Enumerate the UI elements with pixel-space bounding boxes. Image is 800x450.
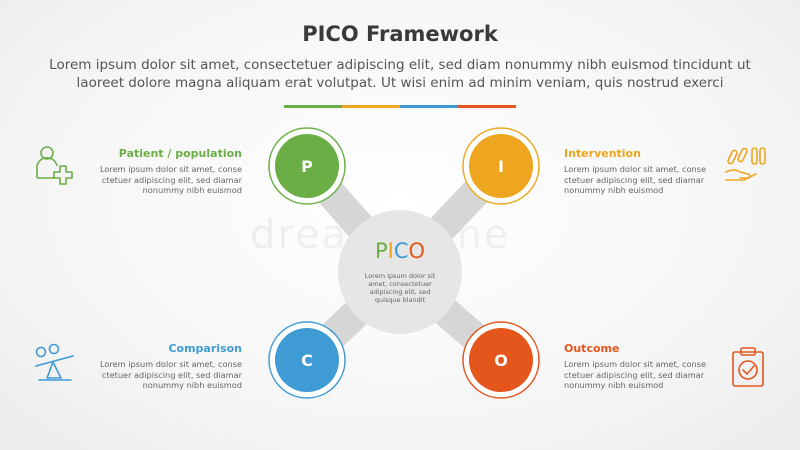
patient-heading: Patient / population bbox=[118, 147, 242, 160]
comparison-body: Lorem ipsum dolor sit amet, conse ctetue… bbox=[100, 359, 242, 390]
center-title: PICO bbox=[375, 239, 425, 263]
node-o-disc bbox=[469, 328, 533, 392]
center-letter-i: I bbox=[388, 239, 394, 263]
outcome-heading: Outcome bbox=[564, 342, 620, 355]
comparison-heading: Comparison bbox=[168, 342, 242, 355]
intervention-body: Lorem ipsum dolor sit amet, conse ctetue… bbox=[564, 164, 706, 195]
node-i-disc bbox=[469, 134, 533, 198]
center-hub bbox=[338, 210, 462, 334]
color-divider bbox=[284, 105, 516, 108]
node-p: P bbox=[268, 127, 346, 205]
divider-green bbox=[284, 105, 342, 108]
center-text-line: amet, consectetuer bbox=[368, 280, 432, 288]
node-c: C bbox=[268, 321, 346, 399]
block-patient: Patient / population Lorem ipsum dolor s… bbox=[87, 147, 242, 196]
center-text-line: quisque blandit bbox=[375, 296, 426, 304]
clipboard-check-icon bbox=[732, 347, 764, 387]
outcome-body: Lorem ipsum dolor sit amet, conse ctetue… bbox=[564, 359, 706, 390]
center-letter-c: C bbox=[394, 239, 409, 263]
node-p-letter: P bbox=[301, 157, 313, 176]
center-letter-p: P bbox=[375, 239, 388, 263]
patient-plus-icon bbox=[36, 146, 73, 185]
page-title: PICO Framework bbox=[302, 22, 498, 46]
seesaw-icon bbox=[35, 343, 74, 381]
node-i-letter: I bbox=[498, 157, 504, 176]
block-comparison: Comparison Lorem ipsum dolor sit amet, c… bbox=[87, 342, 242, 391]
patient-body: Lorem ipsum dolor sit amet, conse ctetue… bbox=[100, 164, 242, 195]
center-text-line: adipiscing elit, sed bbox=[370, 288, 431, 296]
divider-yellow bbox=[342, 105, 400, 108]
node-p-disc bbox=[275, 134, 339, 198]
page-subtitle: Lorem ipsum dolor sit amet, consectetuer… bbox=[49, 57, 751, 91]
block-intervention: Intervention Lorem ipsum dolor sit amet,… bbox=[564, 147, 719, 196]
block-outcome: Outcome Lorem ipsum dolor sit amet, cons… bbox=[564, 342, 719, 391]
hand-pills-icon bbox=[725, 147, 766, 181]
node-c-disc bbox=[275, 328, 339, 392]
node-o: O bbox=[462, 321, 540, 399]
node-c-letter: C bbox=[301, 351, 313, 370]
center-text-line: Lorem ipsum dolor sit bbox=[365, 272, 436, 280]
divider-orange bbox=[458, 105, 516, 108]
divider-blue bbox=[400, 105, 458, 108]
node-o-letter: O bbox=[494, 351, 508, 370]
intervention-heading: Intervention bbox=[564, 147, 641, 160]
node-i: I bbox=[462, 127, 540, 205]
center-letter-o: O bbox=[409, 239, 426, 263]
